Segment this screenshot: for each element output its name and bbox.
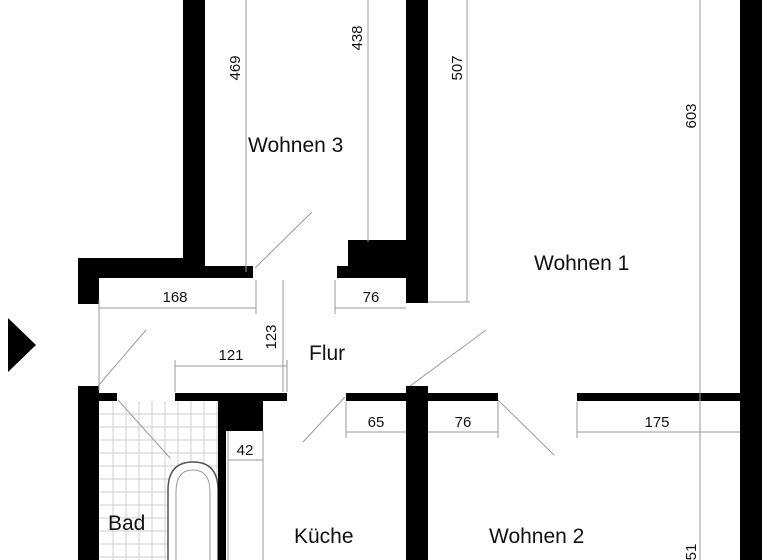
- dimension-label: 438: [349, 25, 366, 50]
- dimension-label: 507: [449, 55, 466, 80]
- room-label-wohnen3: Wohnen 3: [248, 134, 343, 157]
- dimension-label: 603: [683, 103, 700, 128]
- dimension-label: 121: [218, 347, 243, 364]
- door-swings: [97, 211, 555, 459]
- entrance-arrow-icon: [8, 318, 36, 372]
- room-label-wohnen2: Wohnen 2: [489, 525, 584, 548]
- dimension-label: 51: [683, 544, 700, 560]
- dimension-lines: [98, 0, 740, 560]
- walls: [78, 0, 762, 560]
- room-label-kueche: Küche: [294, 525, 354, 548]
- dimension-label: 123: [263, 324, 280, 349]
- dimension-label: 65: [368, 414, 385, 431]
- dimension-label: 76: [363, 289, 380, 306]
- bathtub: [167, 461, 219, 560]
- dimension-label: 175: [644, 414, 669, 431]
- dimension-label: 168: [162, 289, 187, 306]
- room-label-wohnen1: Wohnen 1: [534, 252, 629, 275]
- dimension-label: 42: [237, 442, 254, 459]
- dimension-label: 76: [455, 414, 472, 431]
- room-label-flur: Flur: [309, 342, 345, 365]
- room-label-bad: Bad: [108, 512, 145, 535]
- dimension-label: 469: [227, 55, 244, 80]
